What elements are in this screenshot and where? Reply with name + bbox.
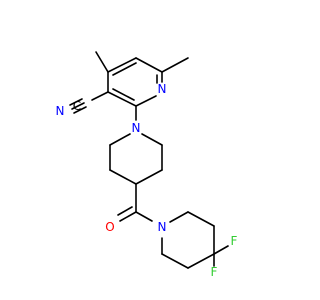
- bond-cco-namide: [135, 211, 153, 222]
- difluoropiperidine-ring: [161, 211, 229, 269]
- atom-n-difluoropiperidine: N: [158, 220, 167, 234]
- bond-n1-c2: [135, 95, 157, 107]
- molecule-diagram: N N C N O N F F: [55, 51, 238, 279]
- atom-n-nitrile: N: [56, 104, 65, 118]
- bond-c4-c5: [107, 57, 137, 73]
- bond-c2b-npip: [141, 133, 163, 146]
- bond-cn-triple-c: [73, 106, 87, 114]
- bond-methyl-c6: [161, 57, 189, 73]
- bond-cn-triple-a: [71, 102, 85, 110]
- nitrile-group: [69, 91, 109, 114]
- bond-c4c-fupper: [213, 245, 229, 255]
- atom-o-carbonyl: O: [105, 220, 114, 234]
- piperidine-ring: [109, 133, 163, 185]
- atom-n-piperidine: N: [132, 121, 141, 135]
- bond-co-double-b: [117, 206, 133, 216]
- pyridine-ring: [107, 57, 163, 107]
- bond-c5-c6: [135, 57, 163, 73]
- bond-methyl-c4: [95, 51, 109, 73]
- bond-c4-c5-double: [112, 62, 137, 76]
- atom-c-nitrile: C: [73, 99, 81, 113]
- bond-c2-c3-double: [112, 88, 135, 101]
- bond-c4p-c3b: [135, 169, 163, 185]
- molecule-structure: N N C N O N F F: [56, 51, 238, 279]
- atom-f-upper: F: [231, 234, 238, 248]
- bond-c2-c3: [107, 91, 137, 107]
- bond-c5c-c6c: [161, 253, 189, 269]
- bond-c3-cn: [91, 91, 109, 101]
- bond-namide-c2c: [169, 211, 189, 223]
- atom-f-lower: F: [211, 265, 218, 279]
- bond-cn-triple-b: [69, 98, 83, 106]
- bond-npip-c2a: [109, 133, 131, 146]
- atom-n-pyridine: N: [158, 82, 167, 96]
- bond-c4c-c5c: [187, 253, 215, 269]
- bond-co-double-a: [119, 211, 137, 222]
- bond-c2c-c3c: [187, 211, 215, 227]
- carbonyl-group: [117, 183, 153, 222]
- bond-c3a-c4p: [109, 169, 137, 185]
